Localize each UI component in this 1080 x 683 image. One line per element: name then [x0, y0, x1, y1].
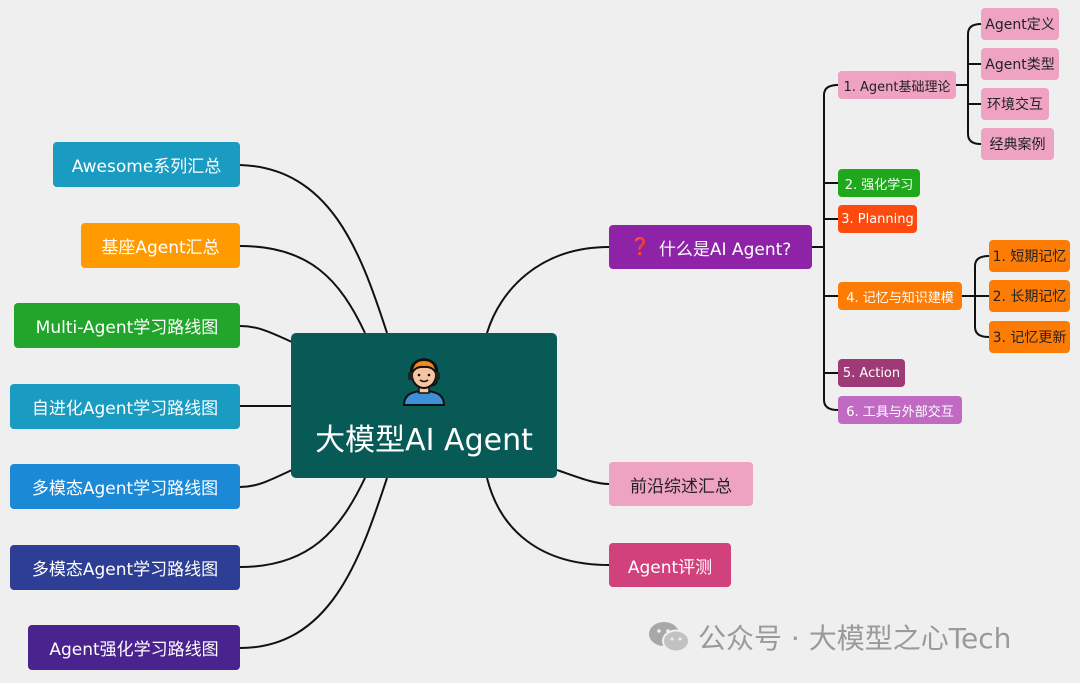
edge-memory-spine [962, 255, 990, 338]
node-long-term-memory[interactable]: 2. 长期记忆 [989, 280, 1070, 312]
node-multimodal-agent-roadmap-2[interactable]: 多模态Agent学习路线图 [10, 545, 240, 590]
person-headset-icon [402, 357, 446, 406]
node-what-is-ai-agent-label: 什么是AI Agent? [658, 239, 792, 260]
edge-left-5 [239, 469, 293, 488]
node-planning[interactable]: 3. Planning [838, 205, 917, 233]
center-node[interactable]: 大模型AI Agent [291, 333, 557, 478]
node-short-term-memory[interactable]: 1. 短期记忆 [989, 240, 1070, 272]
watermark-text: 公众号 · 大模型之心Tech [698, 622, 1012, 655]
edge-left-7 [239, 477, 388, 649]
node-memory-update[interactable]: 3. 记忆更新 [989, 321, 1070, 353]
edge-left-6 [239, 477, 366, 568]
node-agent-definition[interactable]: Agent定义 [981, 8, 1059, 40]
node-multimodal-agent-roadmap-1[interactable]: 多模态Agent学习路线图 [10, 464, 240, 509]
watermark: 公众号 · 大模型之心Tech [648, 617, 1011, 657]
question-mark-icon: ❓ [629, 237, 651, 257]
center-title: 大模型AI Agent [315, 422, 533, 458]
node-frontier-survey-summary[interactable]: 前沿综述汇总 [609, 462, 753, 506]
node-multi-agent-roadmap[interactable]: Multi-Agent学习路线图 [14, 303, 240, 348]
edge-right-3 [486, 477, 610, 566]
node-environment-interaction[interactable]: 环境交互 [981, 88, 1049, 120]
node-agent-types[interactable]: Agent类型 [981, 48, 1059, 80]
node-classic-cases[interactable]: 经典案例 [981, 128, 1054, 160]
node-base-agent-summary[interactable]: 基座Agent汇总 [81, 223, 240, 268]
node-agent-evaluation[interactable]: Agent评测 [609, 543, 731, 587]
wechat-icon [649, 622, 690, 653]
node-agent-theory[interactable]: 1. Agent基础理论 [838, 71, 956, 99]
node-what-is-ai-agent[interactable]: ❓ 什么是AI Agent? [609, 225, 812, 269]
edge-left-3 [239, 325, 293, 343]
edge-right-1 [486, 246, 610, 334]
edge-theory-spine [956, 23, 982, 145]
edge-right-2 [556, 469, 610, 485]
node-awesome-summary[interactable]: Awesome系列汇总 [53, 142, 240, 187]
node-tools-external-interaction[interactable]: 6. 工具与外部交互 [838, 396, 962, 424]
edge-agent-spine [812, 84, 839, 411]
edge-left-2 [239, 245, 366, 334]
node-action[interactable]: 5. Action [838, 359, 905, 387]
node-self-evolving-agent-roadmap[interactable]: 自进化Agent学习路线图 [10, 384, 240, 429]
edge-left-1 [239, 164, 388, 334]
node-agent-rl-roadmap[interactable]: Agent强化学习路线图 [28, 625, 240, 670]
node-memory-knowledge[interactable]: 4. 记忆与知识建模 [838, 282, 962, 310]
node-reinforcement-learning[interactable]: 2. 强化学习 [838, 169, 920, 197]
